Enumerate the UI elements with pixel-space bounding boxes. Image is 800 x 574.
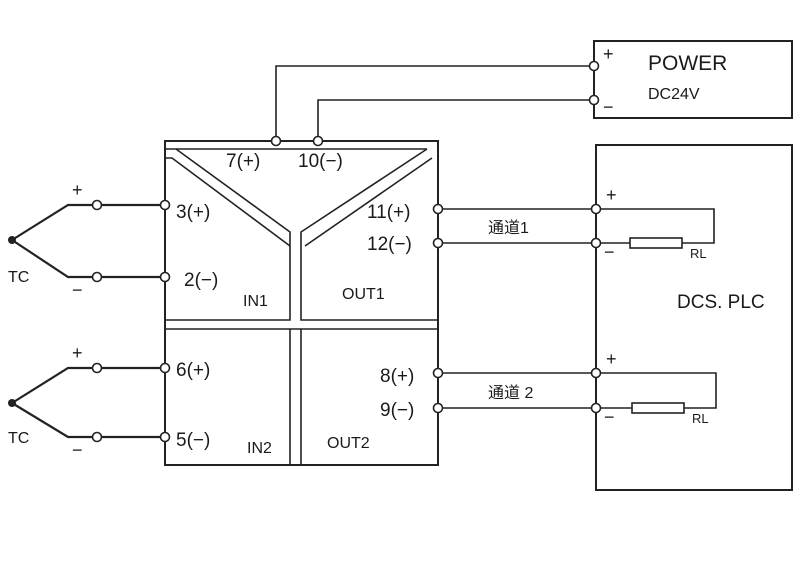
load2-plus-sign: + — [606, 349, 617, 369]
load1-loop — [600, 208, 715, 244]
module-inner-left2 — [165, 157, 291, 247]
power-title: POWER — [648, 52, 727, 75]
channel-2-label: 通道 2 — [488, 384, 533, 402]
terminal-11 — [432, 203, 444, 215]
terminal-3-label: 3(+) — [176, 202, 210, 223]
terminal-12-label: 12(−) — [367, 234, 412, 255]
terminal-8 — [432, 367, 444, 379]
terminal-11-label: 11(+) — [367, 202, 410, 223]
isolator-module: 7(+) 10(−) 3(+) 2(−) IN1 6(+) 5(−) IN2 1… — [159, 135, 444, 466]
channel-2-wires: 通道 2 — [442, 372, 592, 409]
tc1-minus-lead — [11, 239, 92, 279]
tc2-label: TC — [8, 430, 29, 447]
dcs-ch1-plus-terminal — [590, 203, 602, 215]
terminal-7 — [270, 135, 282, 147]
in1-label: IN1 — [243, 293, 268, 310]
tc2-junction — [8, 399, 16, 407]
power-plus-terminal — [588, 60, 600, 72]
out2-label: OUT2 — [327, 435, 370, 452]
load1-label: RL — [690, 246, 707, 261]
terminal-5 — [159, 431, 171, 443]
tc1-plus-sign: + — [72, 180, 83, 200]
tc1-junction — [8, 236, 16, 244]
dcs-ch2-plus-terminal — [590, 367, 602, 379]
out1-label: OUT1 — [342, 286, 385, 303]
in2-label: IN2 — [247, 440, 272, 457]
tc1-minus-sign: − — [72, 280, 83, 300]
terminal-12 — [432, 237, 444, 249]
tc2-plus-sign: + — [72, 343, 83, 363]
module-inner-right2 — [304, 157, 433, 247]
power-box — [593, 40, 793, 119]
tc1-plus-lead — [11, 203, 92, 241]
tc1-plus-node — [91, 199, 103, 211]
power-supply: POWER DC24V + − — [588, 40, 793, 119]
load2-minus-sign: − — [604, 407, 615, 427]
tc1-label: TC — [8, 269, 29, 286]
terminal-2-label: 2(−) — [184, 270, 218, 291]
terminal-10-label: 10(−) — [298, 151, 343, 172]
terminal-9-label: 9(−) — [380, 400, 414, 421]
load1-resistor — [629, 237, 683, 249]
dcs-ch1-minus-terminal — [590, 237, 602, 249]
tc2-minus-sign: − — [72, 440, 83, 460]
module-inner-left — [165, 148, 291, 321]
power-minus-sign: − — [603, 97, 614, 117]
dcs-plc: DCS. PLC RL + − RL + − — [590, 144, 793, 491]
channel-1-label: 通道1 — [488, 219, 529, 237]
load2-resistor — [631, 402, 685, 414]
power-plus-wire — [275, 65, 590, 141]
terminal-5-label: 5(−) — [176, 430, 210, 451]
dcs-box — [595, 144, 793, 491]
power-voltage: DC24V — [648, 86, 700, 103]
channel-1-wires: 通道1 — [442, 208, 592, 244]
terminal-2 — [159, 271, 171, 283]
power-minus-wire — [317, 99, 590, 141]
terminal-6-label: 6(+) — [176, 360, 210, 381]
power-minus-terminal — [588, 94, 600, 106]
load2-label: RL — [692, 411, 709, 426]
load2-loop — [600, 372, 717, 409]
tc2-plus-node — [91, 362, 103, 374]
tc2-minus-node — [91, 431, 103, 443]
thermocouple-2: TC + − — [8, 343, 161, 460]
dcs-ch2-minus-terminal — [590, 402, 602, 414]
module-inner-right — [300, 148, 438, 321]
terminal-3 — [159, 199, 171, 211]
thermocouple-1: TC + − — [8, 180, 161, 300]
power-plus-sign: + — [603, 44, 614, 64]
terminal-7-label: 7(+) — [226, 151, 260, 172]
tc2-plus-lead — [11, 366, 92, 404]
terminal-6 — [159, 362, 171, 374]
tc2-minus-lead — [11, 402, 92, 439]
terminal-9 — [432, 402, 444, 414]
load1-minus-sign: − — [604, 242, 615, 262]
dcs-title: DCS. PLC — [677, 292, 765, 313]
tc1-minus-node — [91, 271, 103, 283]
terminal-8-label: 8(+) — [380, 366, 414, 387]
terminal-10 — [312, 135, 324, 147]
load1-plus-sign: + — [606, 185, 617, 205]
